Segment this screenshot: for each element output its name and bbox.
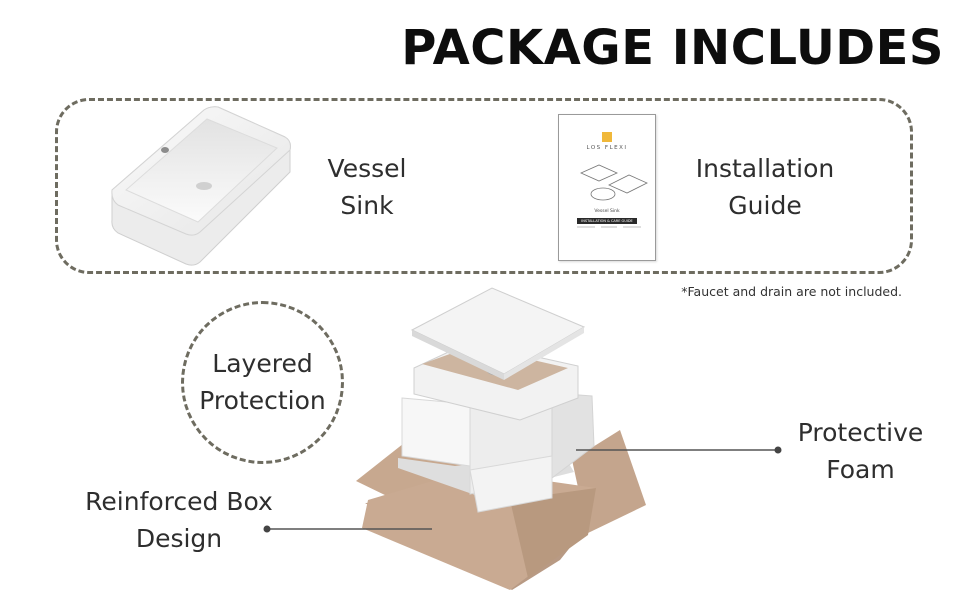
installation-guide-label: Installation Guide xyxy=(680,150,850,224)
protective-foam-label: Protective Foam xyxy=(783,414,938,488)
vessel-sink-label-line1: Vessel xyxy=(327,154,407,183)
vessel-sink-label: Vessel Sink xyxy=(312,150,422,224)
page-title: PACKAGE INCLUDES xyxy=(401,20,944,76)
layered-protection-label: Layered Protection xyxy=(181,345,344,419)
guide-brand: LOS FLEXI xyxy=(586,145,628,151)
brand-logo-icon xyxy=(602,132,612,142)
foam-lid xyxy=(410,287,586,380)
reinforced-box-line2: Design xyxy=(135,524,223,553)
installation-guide-label-line1: Installation xyxy=(695,154,835,183)
reinforced-box-label: Reinforced Box Design xyxy=(68,483,290,557)
installation-guide-booklet: LOS FLEXI Vessel Sink INSTALLATION & CAR… xyxy=(558,114,656,261)
layered-protection-circle xyxy=(181,301,344,464)
package-contents-frame xyxy=(55,98,913,274)
reinforced-box-line1: Reinforced Box xyxy=(85,487,273,516)
installation-guide-label-line2: Guide xyxy=(728,191,802,220)
protective-foam xyxy=(398,392,595,513)
box-callout-dot xyxy=(263,525,271,533)
protective-foam-line1: Protective xyxy=(797,418,924,447)
vessel-sink-label-line2: Sink xyxy=(340,191,394,220)
foam-callout-dot xyxy=(774,446,782,454)
vessel-sink xyxy=(111,106,291,266)
layered-protection-line2: Protection xyxy=(199,386,326,415)
not-included-note: *Faucet and drain are not included. xyxy=(681,284,902,299)
guide-model: Vessel Sink xyxy=(594,209,620,214)
guide-sink-sketches xyxy=(577,164,648,228)
layered-protection-line1: Layered xyxy=(212,349,313,378)
protective-foam-line2: Foam xyxy=(826,455,895,484)
guide-heading: INSTALLATION & CARE GUIDE xyxy=(577,218,637,224)
